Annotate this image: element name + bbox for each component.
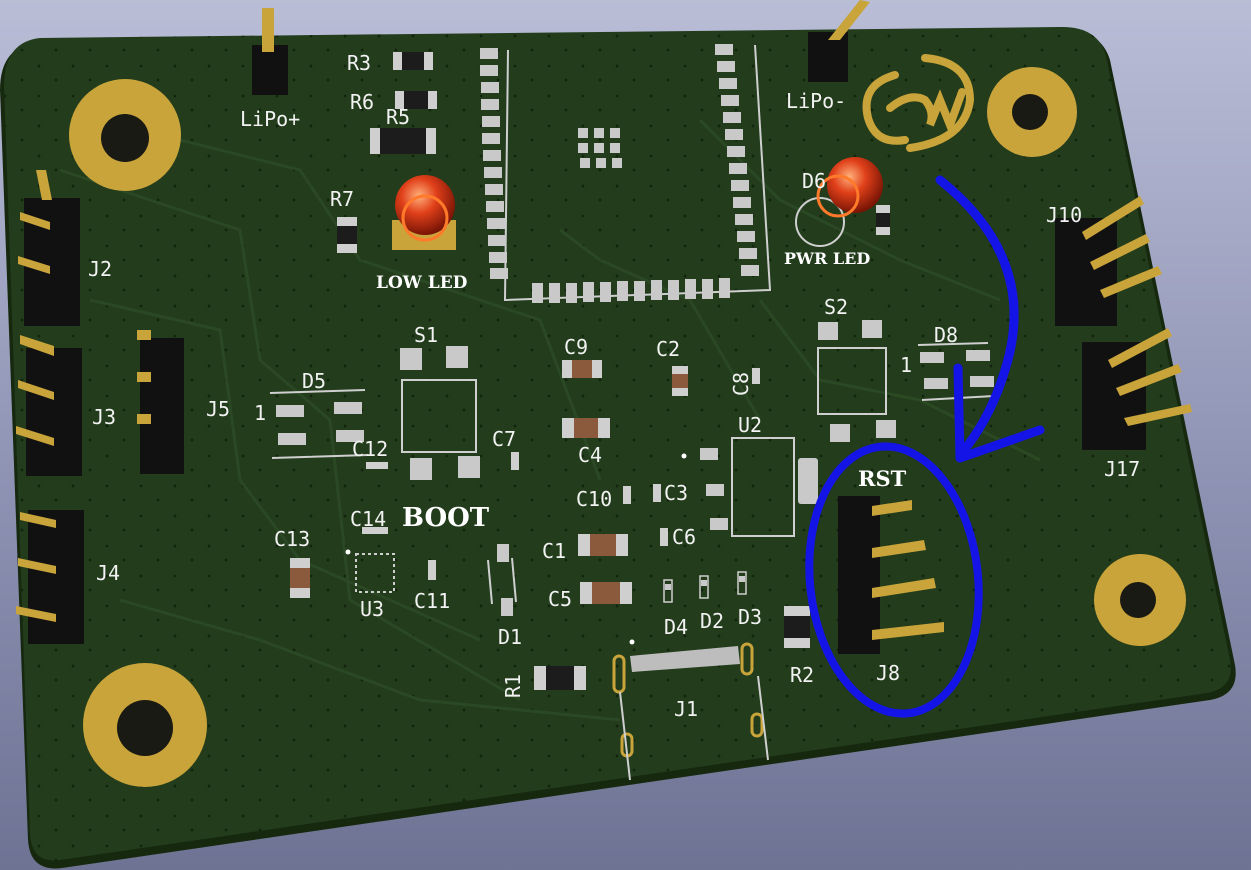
mounting-hole-top-left bbox=[69, 79, 181, 191]
diode-d3 bbox=[737, 571, 747, 595]
switch-s1 bbox=[400, 346, 480, 480]
header-j8-rst bbox=[838, 496, 944, 654]
c5-label: C5 bbox=[548, 587, 572, 611]
c9-label: C9 bbox=[564, 335, 588, 359]
lipo-minus-label: LiPo- bbox=[786, 89, 846, 113]
r3-label: R3 bbox=[347, 51, 371, 75]
capacitor-c10 bbox=[623, 486, 631, 504]
resistor-r7 bbox=[337, 217, 357, 253]
c2-label: C2 bbox=[656, 337, 680, 361]
lipo-plus-label: LiPo+ bbox=[240, 107, 300, 131]
esp-module-footprint bbox=[480, 44, 772, 303]
c12-label: C12 bbox=[352, 437, 388, 461]
capacitor-c14 bbox=[362, 527, 388, 534]
d3-label: D3 bbox=[738, 605, 762, 629]
usb-connector-j1 bbox=[612, 639, 769, 781]
j3-label: J3 bbox=[92, 405, 116, 429]
resistor-r5 bbox=[370, 128, 436, 154]
pwr-led-label: PWR LED bbox=[784, 249, 870, 268]
capacitor-c6 bbox=[660, 528, 668, 546]
mounting-hole-bottom-left bbox=[83, 663, 207, 787]
resistor-r6 bbox=[395, 91, 437, 109]
u2-label: U2 bbox=[738, 413, 762, 437]
d8-label: D8 bbox=[934, 323, 958, 347]
c10-label: C10 bbox=[576, 487, 612, 511]
capacitor-c2 bbox=[672, 366, 688, 396]
diode-d5 bbox=[269, 389, 369, 459]
capacitor-c5 bbox=[580, 582, 632, 604]
mounting-hole-bottom-right bbox=[1094, 554, 1186, 646]
rw-logo-icon bbox=[862, 54, 975, 152]
header-j4 bbox=[16, 510, 84, 644]
d8-pin1-label: 1 bbox=[900, 353, 912, 377]
ic-u2 bbox=[681, 437, 818, 537]
c13-label: C13 bbox=[274, 527, 310, 551]
j17-label: J17 bbox=[1104, 457, 1140, 481]
r5-label: R5 bbox=[386, 105, 410, 129]
ic-u3 bbox=[345, 549, 395, 593]
diode-d2 bbox=[699, 575, 709, 599]
capacitor-c1 bbox=[578, 534, 628, 556]
c7-label: C7 bbox=[492, 427, 516, 451]
c4-label: C4 bbox=[578, 443, 602, 467]
d5-pin1-label: 1 bbox=[254, 401, 266, 425]
j5-label: J5 bbox=[206, 397, 230, 421]
capacitor-c12 bbox=[366, 462, 388, 469]
capacitor-c8 bbox=[752, 368, 760, 384]
diode-d1 bbox=[487, 544, 517, 616]
low-led bbox=[392, 175, 456, 250]
resistor-r3 bbox=[393, 52, 433, 70]
header-j10 bbox=[1055, 196, 1162, 326]
c6-label: C6 bbox=[672, 525, 696, 549]
boot-label: BOOT bbox=[402, 503, 490, 533]
r2-label: R2 bbox=[790, 663, 814, 687]
capacitor-c3 bbox=[653, 484, 661, 502]
resistor-r1 bbox=[534, 666, 586, 690]
low-led-label: LOW LED bbox=[376, 273, 468, 293]
curved-arrow-icon bbox=[935, 175, 1045, 463]
header-j2 bbox=[18, 170, 80, 326]
header-j17 bbox=[1082, 328, 1192, 450]
j10-label: J10 bbox=[1046, 203, 1082, 227]
j4-label: J4 bbox=[96, 561, 120, 585]
j2-label: J2 bbox=[88, 257, 112, 281]
lipo-minus-header bbox=[808, 0, 870, 82]
s1-label: S1 bbox=[414, 323, 438, 347]
r7-label: R7 bbox=[330, 187, 354, 211]
capacitor-c7 bbox=[511, 452, 519, 470]
c1-label: C1 bbox=[542, 539, 566, 563]
r1-label: R1 bbox=[501, 674, 525, 698]
capacitor-c13 bbox=[290, 558, 310, 598]
c3-label: C3 bbox=[664, 481, 688, 505]
capacitor-c4 bbox=[562, 418, 610, 438]
pcb-board bbox=[0, 26, 1236, 869]
d2-label: D2 bbox=[700, 609, 724, 633]
diode-d4 bbox=[663, 579, 673, 603]
c8-label: C8 bbox=[729, 372, 753, 396]
lipo-plus-header bbox=[252, 8, 288, 95]
d6-label: D6 bbox=[802, 169, 826, 193]
switch-s2 bbox=[817, 320, 896, 442]
ellipse-highlight-icon bbox=[805, 442, 983, 718]
d4-label: D4 bbox=[664, 615, 688, 639]
j8-label: J8 bbox=[876, 661, 900, 685]
d5-label: D5 bbox=[302, 369, 326, 393]
header-j3 bbox=[16, 335, 82, 476]
mounting-hole-top-right bbox=[987, 67, 1077, 157]
s2-label: S2 bbox=[824, 295, 848, 319]
c14-label: C14 bbox=[350, 507, 386, 531]
u3-label: U3 bbox=[360, 597, 384, 621]
d1-label: D1 bbox=[498, 625, 522, 649]
capacitor-c11 bbox=[428, 560, 436, 580]
pwr-led bbox=[795, 157, 890, 247]
resistor-r2 bbox=[784, 606, 810, 648]
c11-label: C11 bbox=[414, 589, 450, 613]
rst-label: RST bbox=[858, 466, 907, 491]
r6-label: R6 bbox=[350, 90, 374, 114]
header-j5 bbox=[137, 330, 184, 474]
j1-label: J1 bbox=[674, 697, 698, 721]
capacitor-c9 bbox=[562, 360, 602, 378]
